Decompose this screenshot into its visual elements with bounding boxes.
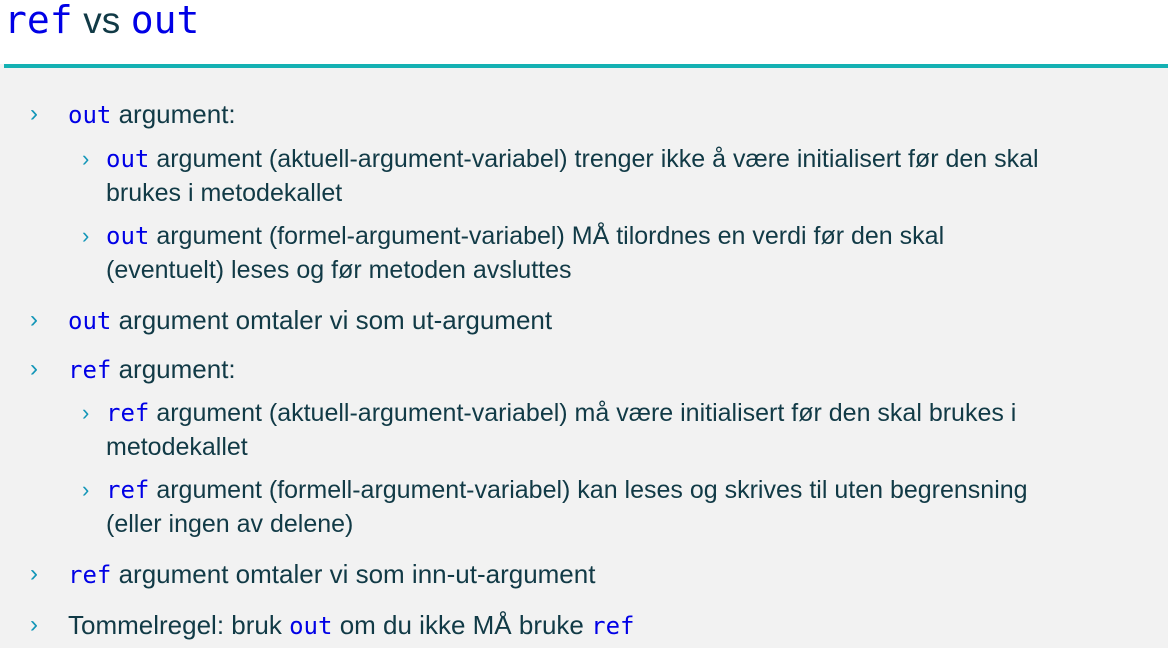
bullet-chevron-icon: › bbox=[30, 560, 38, 587]
keyword-out: out bbox=[68, 307, 112, 335]
bullet-chevron-icon: › bbox=[30, 306, 38, 333]
sub-bullet-chevron-icon: › bbox=[82, 400, 90, 425]
sub-bullet-text-line1: argument (aktuell-argument-variabel) må … bbox=[156, 399, 1017, 427]
bullet-text: argument: bbox=[118, 99, 236, 129]
sub-bullet-ref-actual: › ref argument (aktuell-argument-variabe… bbox=[82, 396, 1017, 464]
sub-bullet-chevron-icon: › bbox=[82, 146, 90, 171]
sub-bullet-chevron-icon: › bbox=[82, 223, 90, 248]
keyword-out: out bbox=[106, 145, 150, 173]
rule-text-a: Tommelregel: bruk bbox=[68, 610, 282, 640]
keyword-ref: ref bbox=[68, 356, 112, 384]
keyword-ref: ref bbox=[106, 399, 150, 427]
bullet-text: argument omtaler vi som ut-argument bbox=[118, 305, 553, 335]
bullet-out-ut-argument: › out argument omtaler vi som ut-argumen… bbox=[30, 303, 553, 338]
keyword-ref: ref bbox=[591, 612, 635, 640]
sub-bullet-text-line2: brukes i metodekallet bbox=[106, 179, 343, 207]
bullet-text: argument omtaler vi som inn-ut-argument bbox=[118, 559, 596, 589]
bullet-ref-inn-ut-argument: › ref argument omtaler vi som inn-ut-arg… bbox=[30, 557, 596, 592]
title-keyword-ref: ref bbox=[4, 0, 73, 42]
bullet-chevron-icon: › bbox=[30, 100, 38, 127]
title-vs: vs bbox=[83, 0, 121, 41]
sub-bullet-out-formal: › out argument (formel-argument-variabel… bbox=[82, 219, 945, 287]
sub-bullet-text-line1: argument (formel-argument-variabel) MÅ t… bbox=[156, 222, 945, 250]
slide-title: ref vs out bbox=[4, 0, 199, 44]
keyword-out: out bbox=[68, 101, 112, 129]
sub-bullet-text-line2: (eventuelt) leses og før metoden avslutt… bbox=[106, 256, 572, 284]
keyword-out: out bbox=[289, 612, 333, 640]
bullet-rule-of-thumb: › Tommelregel: bruk out om du ikke MÅ br… bbox=[30, 608, 635, 643]
keyword-ref: ref bbox=[106, 476, 150, 504]
bullet-chevron-icon: › bbox=[30, 355, 38, 382]
sub-bullet-text-line2: metodekallet bbox=[106, 433, 248, 461]
bullet-ref-argument: › ref argument: bbox=[30, 352, 236, 387]
title-divider bbox=[4, 64, 1168, 68]
sub-bullet-text-line2: (eller ingen av delene) bbox=[106, 510, 354, 538]
sub-bullet-ref-formal: › ref argument (formell-argument-variabe… bbox=[82, 473, 1028, 541]
bullet-text: argument: bbox=[118, 354, 236, 384]
slide-header: ref vs out bbox=[0, 0, 1168, 64]
sub-bullet-out-actual: › out argument (aktuell-argument-variabe… bbox=[82, 142, 1039, 210]
title-keyword-out: out bbox=[130, 0, 200, 42]
sub-bullet-chevron-icon: › bbox=[82, 477, 90, 502]
rule-text-b: om du ikke MÅ bruke bbox=[339, 610, 584, 640]
bullet-out-argument: › out argument: bbox=[30, 97, 236, 132]
sub-bullet-text-line1: argument (formell-argument-variabel) kan… bbox=[156, 476, 1028, 504]
keyword-ref: ref bbox=[68, 561, 112, 589]
keyword-out: out bbox=[106, 222, 150, 250]
bullet-chevron-icon: › bbox=[30, 611, 38, 638]
sub-bullet-text-line1: argument (aktuell-argument-variabel) tre… bbox=[156, 145, 1039, 173]
